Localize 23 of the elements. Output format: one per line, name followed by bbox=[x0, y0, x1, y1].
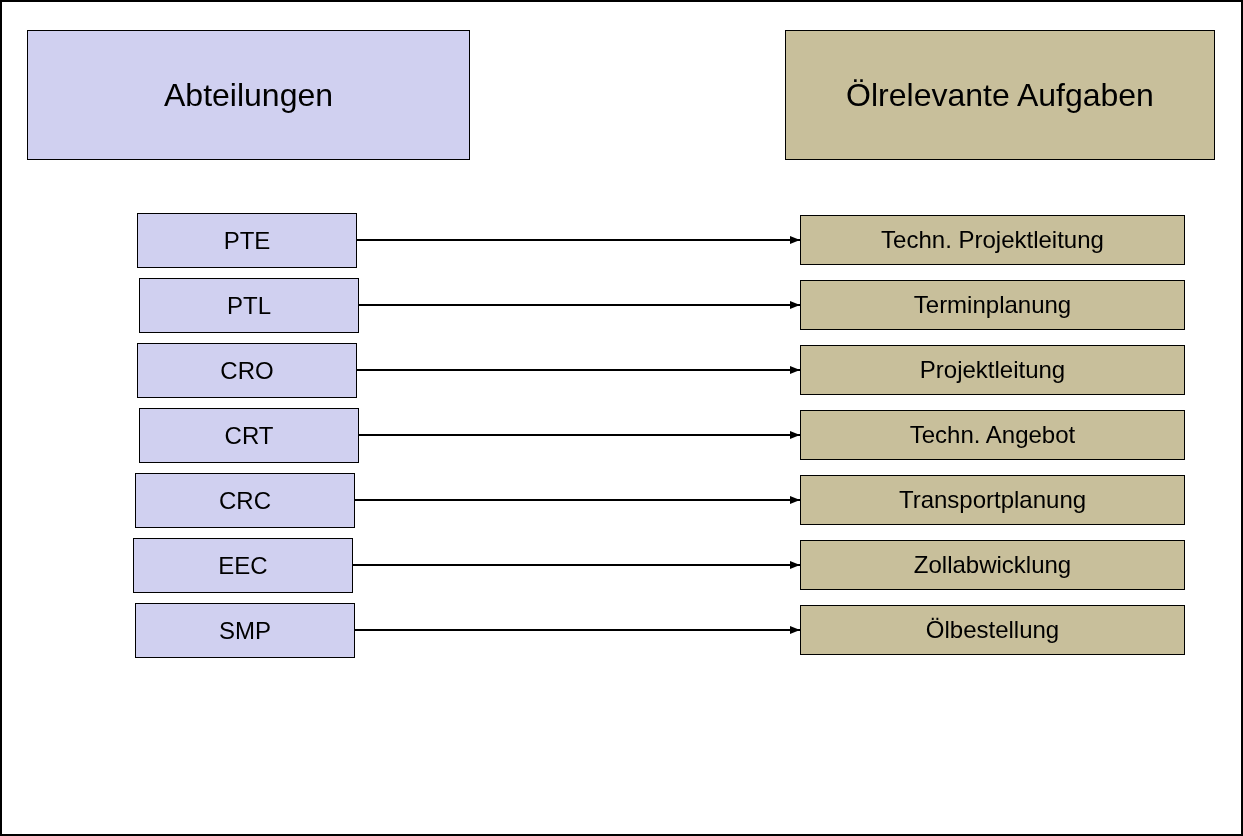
department-box: EEC bbox=[133, 538, 353, 593]
department-box: PTL bbox=[139, 278, 359, 333]
arrow bbox=[354, 626, 801, 634]
task-box: Zollabwicklung bbox=[800, 540, 1185, 590]
arrow bbox=[358, 301, 801, 309]
task-box: Projektleitung bbox=[800, 345, 1185, 395]
department-box: SMP bbox=[135, 603, 355, 658]
header-box: Abteilungen bbox=[27, 30, 470, 160]
task-box: Ölbestellung bbox=[800, 605, 1185, 655]
arrow bbox=[356, 236, 801, 244]
arrow bbox=[352, 561, 801, 569]
task-box: Transportplanung bbox=[800, 475, 1185, 525]
task-box: Techn. Projektleitung bbox=[800, 215, 1185, 265]
arrow bbox=[356, 366, 801, 374]
department-box: CRC bbox=[135, 473, 355, 528]
department-box: CRT bbox=[139, 408, 359, 463]
task-box: Techn. Angebot bbox=[800, 410, 1185, 460]
department-box: CRO bbox=[137, 343, 357, 398]
header-box: Ölrelevante Aufgaben bbox=[785, 30, 1215, 160]
department-box: PTE bbox=[137, 213, 357, 268]
arrow bbox=[358, 431, 801, 439]
arrow bbox=[354, 496, 801, 504]
task-box: Terminplanung bbox=[800, 280, 1185, 330]
